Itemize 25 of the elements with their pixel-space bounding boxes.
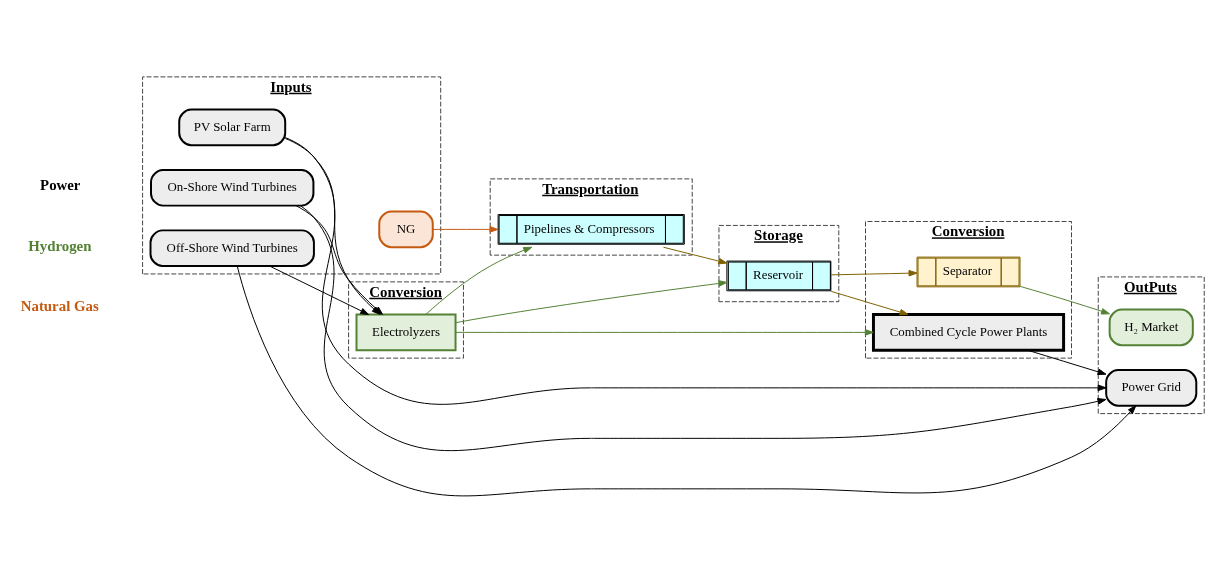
arrow (662, 246, 728, 265)
arrow (1027, 349, 1107, 376)
arrow (830, 269, 918, 277)
arrow (236, 265, 1137, 497)
label: Hydrogen (28, 237, 92, 254)
arrow (284, 137, 1107, 405)
label: Power (40, 177, 81, 194)
node-box: Electrolyzers (355, 313, 457, 352)
node-box: PV Solar Farm (178, 108, 287, 147)
arrow (425, 246, 533, 315)
arrow (432, 226, 499, 233)
arrow (269, 265, 370, 316)
arrow (284, 137, 381, 315)
node-box: Combined Cycle Power Plants (871, 313, 1066, 352)
node-box: NG (378, 210, 434, 249)
node-box: On-Shore Wind Turbines (150, 169, 315, 207)
arrow (830, 290, 909, 316)
node-box: Power Grid (1105, 369, 1198, 407)
arrow (299, 205, 1107, 451)
arrow (455, 329, 874, 336)
node-box: Off-Shore Wind Turbines (149, 229, 315, 268)
label: Natural Gas (20, 298, 99, 315)
arrow (455, 280, 728, 324)
arrow (1019, 285, 1110, 315)
node-box: H₂ Market (1108, 308, 1194, 347)
